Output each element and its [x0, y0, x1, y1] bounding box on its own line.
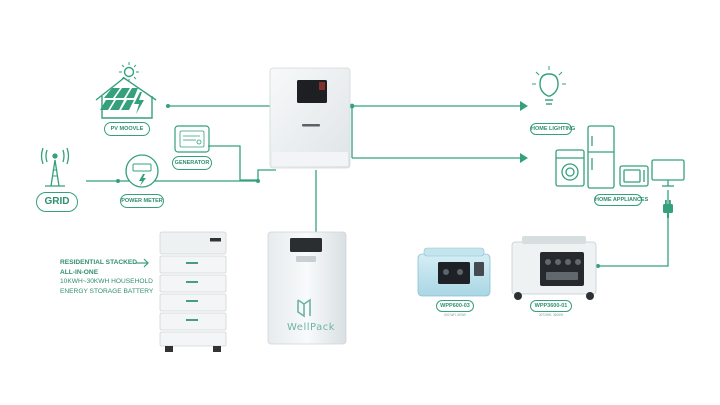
pv-label: PV MOOVLE [104, 122, 150, 136]
residential-line-1: RESIDENTIAL STACKED [60, 259, 138, 266]
solar-panel-grid [100, 88, 138, 110]
power-meter-icon [125, 154, 159, 188]
residential-line-4: ENERGY STORAGE BATTERY [60, 287, 154, 295]
residential-battery-description: RESIDENTIAL STACKED ALL-IN-ONE 10KWH~30K… [60, 258, 153, 296]
plug-icon [663, 200, 673, 218]
battery-brand-text: WellPack [287, 322, 336, 333]
grid-label: GRID [36, 192, 78, 212]
arrow-right-icon [136, 258, 149, 268]
wpp600-spec: 600 WH, 600W [444, 313, 466, 317]
power-meter-label: POWER METER [120, 194, 164, 208]
wpp3600-spec: 3072WH, 3600W [538, 313, 564, 317]
home-appliances-icon [555, 125, 685, 189]
connection-dots [116, 101, 600, 268]
hybrid-inverter [269, 67, 351, 169]
residential-line-3: 10KWH~30KWH HOUSEHOLD [60, 278, 153, 285]
residential-line-2: ALL-IN-ONE [60, 268, 99, 276]
home-lighting-label: HOME LIGHTING [530, 123, 575, 135]
wall-battery [267, 231, 347, 345]
portable-station-wpp600 [417, 247, 491, 297]
connection-lines [86, 105, 669, 267]
generator-icon [174, 125, 210, 153]
wpp3600-label: WPP3600-01 [530, 300, 572, 312]
lightning-icon [134, 92, 144, 114]
portable-station-wpp3600 [511, 236, 597, 300]
light-bulb-icon [532, 66, 566, 105]
stacked-battery [159, 231, 227, 352]
generator-label: GENERATOR [172, 156, 212, 170]
home-appliances-label: HOME APPLIANCES [594, 194, 648, 206]
wpp600-label: WPP600-03 [436, 300, 474, 312]
wellpack-logo [297, 298, 311, 318]
grid-tower-icon [40, 147, 70, 187]
